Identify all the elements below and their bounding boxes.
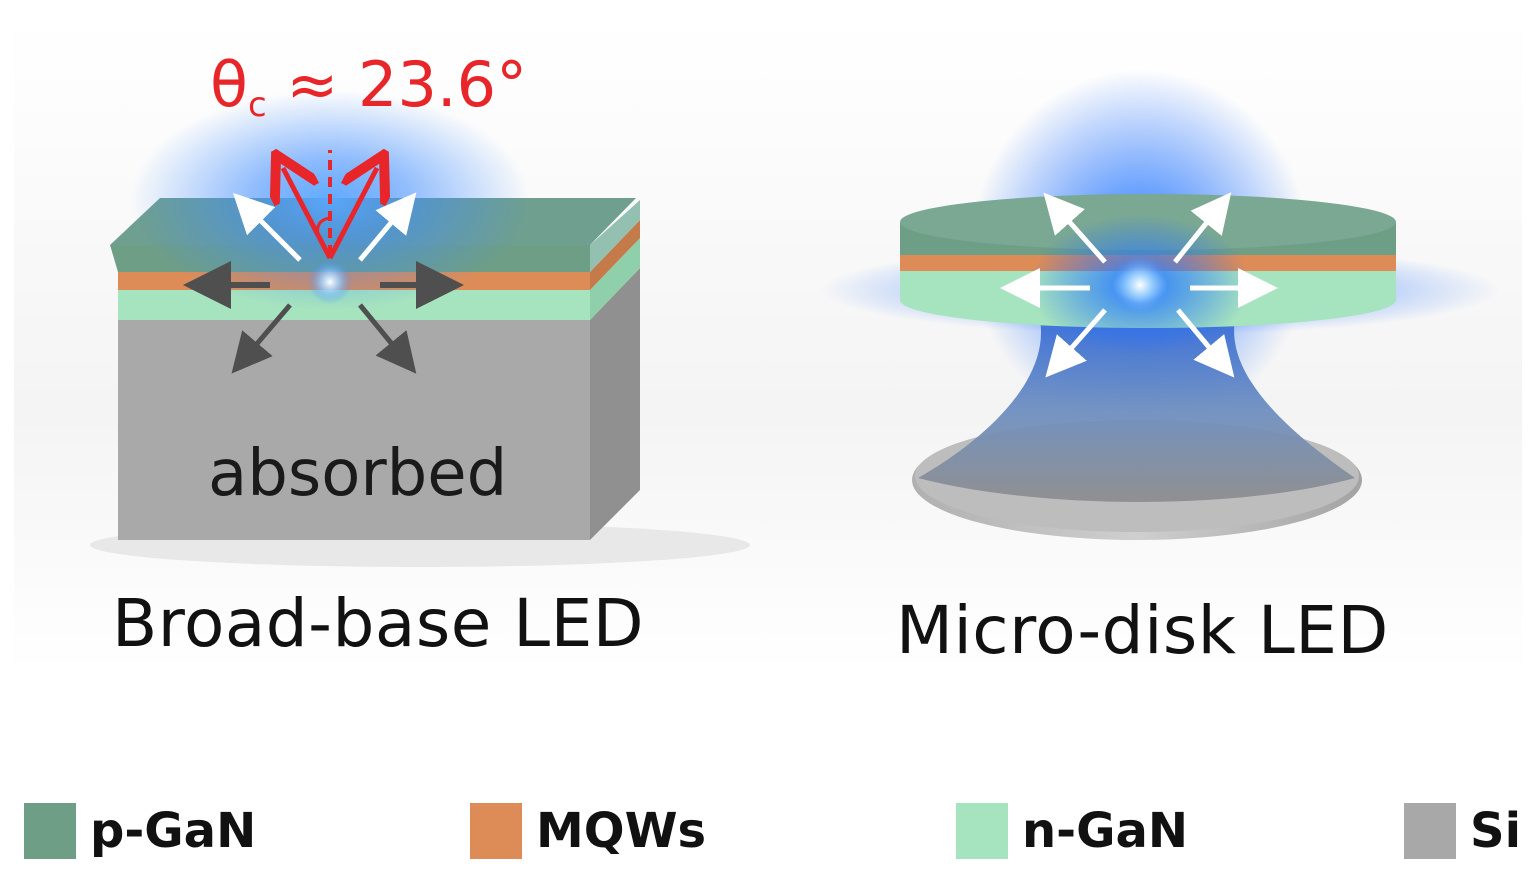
micro-disk-caption: Micro-disk LED	[896, 592, 1389, 669]
escape-arrow-left	[232, 192, 302, 262]
legend-label-mqws: MQWs	[536, 803, 707, 859]
legend-swatch-n-gan	[956, 803, 1008, 859]
disk-arrow-down-right	[1176, 308, 1235, 378]
broad-base-caption: Broad-base LED	[112, 585, 645, 662]
critical-angle-value: ≈ 23.6°	[286, 48, 528, 121]
legend-label-p-gan: p-GaN	[90, 803, 257, 859]
legend-swatch-p-gan	[24, 803, 76, 859]
critical-angle-ray-right	[327, 168, 377, 260]
critical-angle-ray-left	[283, 168, 333, 260]
legend-label-n-gan: n-GaN	[1022, 803, 1189, 859]
escape-arrow-right	[358, 192, 417, 262]
legend-swatch-si	[1404, 803, 1456, 859]
disk-arrow-down-left	[1045, 308, 1107, 378]
theta-subscript: c	[247, 85, 267, 125]
absorbed-label: absorbed	[208, 437, 508, 511]
critical-angle-label: θc ≈ 23.6°	[210, 48, 527, 125]
absorbed-arrow-right	[358, 303, 417, 374]
si-substrate	[118, 320, 590, 540]
legend-item-p-gan: p-GaN	[24, 800, 256, 862]
si-pedestal	[918, 320, 1355, 502]
disk-arrow-up-right	[1173, 192, 1232, 264]
legend-item-mqws: MQWs	[470, 800, 706, 862]
broad-base-led	[90, 90, 750, 567]
disk-arrow-up-left	[1043, 192, 1107, 264]
angle-arc	[316, 216, 331, 237]
legend-label-si: Si	[1470, 803, 1522, 859]
theta-symbol: θ	[210, 48, 248, 121]
legend-item-n-gan: n-GaN	[956, 800, 1188, 862]
absorbed-arrow-left	[231, 303, 292, 374]
legend-item-si: Si	[1404, 800, 1521, 862]
micro-disk-led	[820, 70, 1500, 540]
legend-swatch-mqws	[470, 803, 522, 859]
